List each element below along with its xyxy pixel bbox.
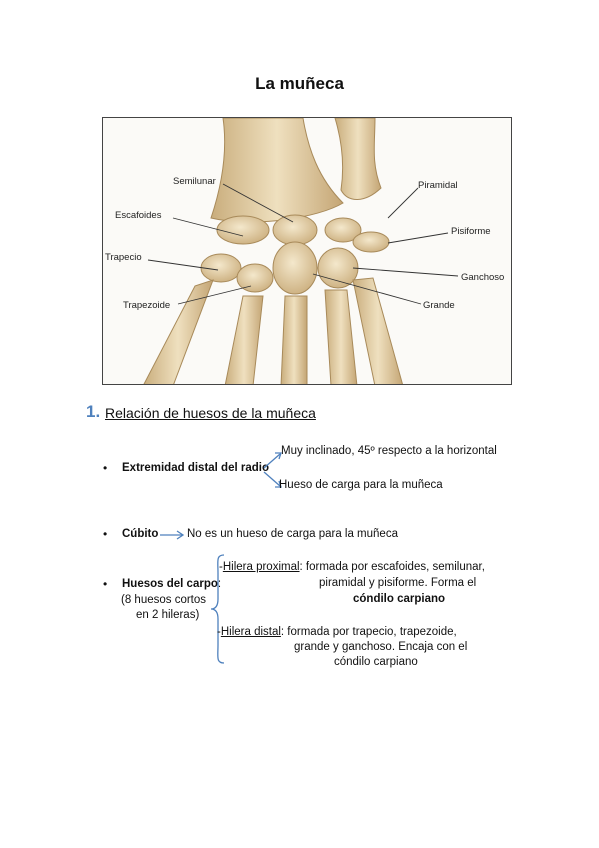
item-carpo-sub1: (8 huesos cortos <box>121 594 207 606</box>
label-grande: Grande <box>423 300 455 311</box>
proximal-text1: : formada por escafoides, semilunar, <box>299 561 485 573</box>
wrist-bones-illustration: Semilunar Piramidal Escafoides Pisiforme… <box>102 117 512 385</box>
proximal-line2: piramidal y pisiforme. Forma el <box>319 577 477 589</box>
item-radio-branch2: Hueso de carga para la muñeca <box>279 479 443 491</box>
page-title: La muñeca <box>255 74 344 93</box>
distal-text1: : formada por trapecio, trapezoide, <box>280 626 457 638</box>
proximal-line3: cóndilo carpiano <box>353 593 446 605</box>
distal-line2: grande y ganchoso. Encaja con el <box>294 641 468 653</box>
label-trapecio: Trapecio <box>105 252 142 263</box>
wrist-bones-drawing: Semilunar Piramidal Escafoides Pisiforme… <box>105 118 504 384</box>
label-ganchoso: Ganchoso <box>461 272 504 283</box>
proximal-line1: -Hilera proximal: formada por escafoides… <box>219 561 485 573</box>
item-carpo-sub2: en 2 hileras) <box>136 609 200 621</box>
bullet-radio: • <box>103 461 108 475</box>
distal-label: Hilera distal <box>220 626 281 638</box>
bullet-carpo: • <box>103 577 108 591</box>
item-carpo-label: Huesos del carpo <box>122 578 218 590</box>
bullet-cubito: • <box>103 527 108 541</box>
item-carpo-heading: Huesos del carpo: <box>122 578 221 590</box>
section-number: 1. <box>86 402 101 421</box>
label-piramidal: Piramidal <box>418 180 458 191</box>
proximal-prefix: - <box>219 561 223 573</box>
label-escafoides: Escafoides <box>115 210 162 221</box>
proximal-label: Hilera proximal <box>222 561 300 573</box>
item-radio-branch1: Muy inclinado, 45º respecto a la horizon… <box>281 445 497 457</box>
distal-line3: cóndilo carpiano <box>334 656 418 668</box>
branch-arrows-icon <box>263 452 282 488</box>
section-title: Relación de huesos de la muñeca <box>105 405 316 421</box>
item-carpo-colon: : <box>217 578 222 590</box>
item-cubito-text: No es un hueso de carga para la muñeca <box>187 528 398 540</box>
item-cubito-label: Cúbito <box>122 528 159 540</box>
label-semilunar: Semilunar <box>173 176 216 187</box>
curly-brace-icon <box>210 554 225 664</box>
distal-prefix: - <box>217 626 221 638</box>
arrow-right-icon <box>160 530 185 540</box>
distal-line1: -Hilera distal: formada por trapecio, tr… <box>217 626 457 638</box>
label-trapezoide: Trapezoide <box>123 300 170 311</box>
item-radio-label: Extremidad distal del radio <box>122 462 269 474</box>
label-pisiforme: Pisiforme <box>451 226 491 237</box>
